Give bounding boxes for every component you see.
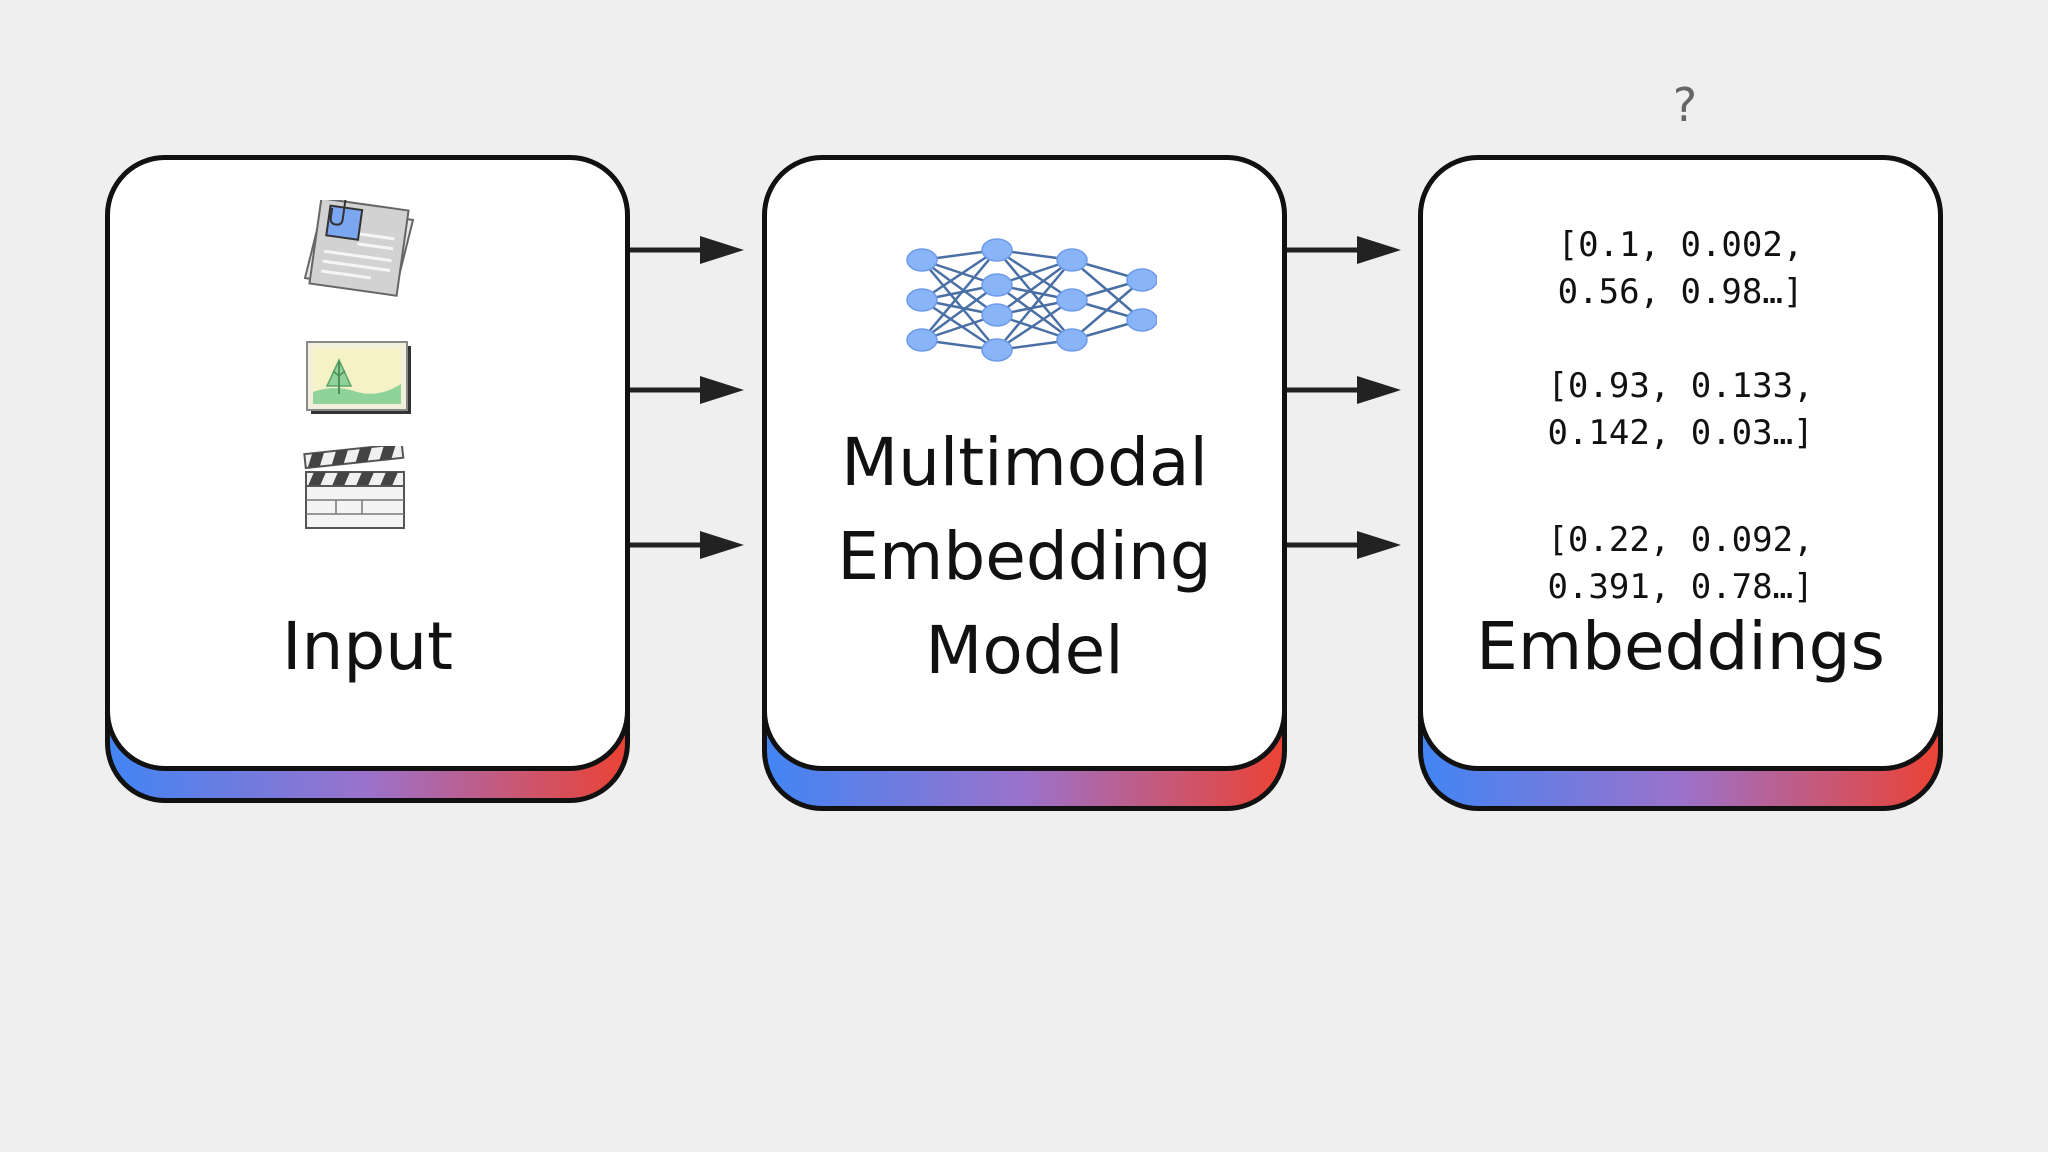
input-to-model-arrows	[630, 236, 744, 559]
embedding-vector-2-line-1: [0.93, 0.133,	[1547, 366, 1814, 406]
arrow-head-video-to-model	[700, 531, 744, 559]
model-label-line-2: Embedding	[837, 518, 1212, 595]
arrow-head-model-to-embedding-3	[1357, 531, 1401, 559]
arrow-head-model-to-embedding-2	[1357, 376, 1401, 404]
arrow-head-document-to-model	[700, 236, 744, 264]
model-label-line-1: Multimodal	[841, 424, 1208, 501]
neural-network-icon	[897, 235, 1158, 370]
input-label: Input	[282, 608, 453, 685]
model-to-embeddings-arrows	[1287, 236, 1401, 559]
input-box: Input	[105, 155, 630, 803]
model-label-line-3: Model	[925, 612, 1124, 689]
embedding-vector-3-line-2: 0.391, 0.78…]	[1547, 567, 1814, 607]
embedding-vector-3-line-1: [0.22, 0.092,	[1547, 520, 1814, 560]
video-clapperboard-icon	[300, 442, 410, 532]
image-icon	[305, 340, 413, 416]
embedding-vector-2-line-2: 0.142, 0.03…]	[1547, 413, 1814, 453]
embedding-vector-1-line-1: [0.1, 0.002,	[1557, 225, 1804, 265]
embedding-vector-1-line-2: 0.56, 0.98…]	[1557, 272, 1804, 312]
model-box-card: Multimodal Embedding Model	[762, 155, 1287, 771]
arrow-head-model-to-embedding-1	[1357, 236, 1401, 264]
question-mark: ?	[1672, 78, 1698, 132]
model-box: Multimodal Embedding Model	[762, 155, 1287, 811]
document-icon	[295, 197, 425, 300]
embeddings-box: [0.1, 0.002, 0.56, 0.98…] [0.93, 0.133, …	[1418, 155, 1943, 811]
embeddings-label: Embeddings	[1476, 608, 1885, 685]
arrow-head-image-to-model	[700, 376, 744, 404]
embeddings-box-card: [0.1, 0.002, 0.56, 0.98…] [0.93, 0.133, …	[1418, 155, 1943, 771]
input-box-card: Input	[105, 155, 630, 771]
